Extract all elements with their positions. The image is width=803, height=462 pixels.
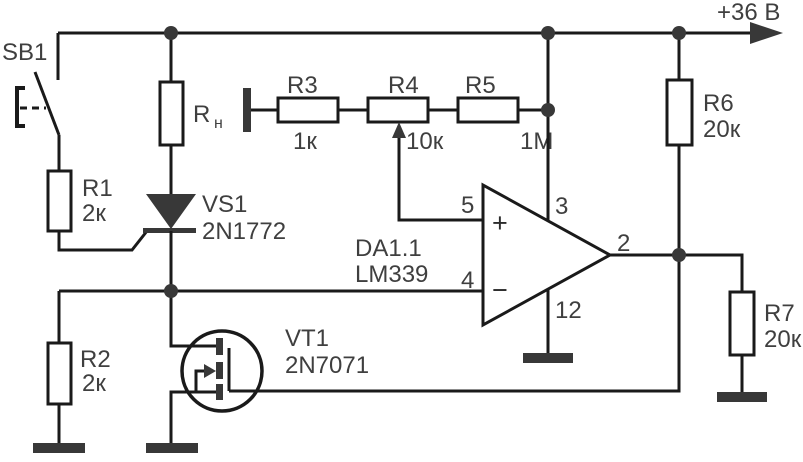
resistor-r2: R2 2к xyxy=(33,291,111,453)
vt1-channel-bar-mid xyxy=(216,362,223,379)
junction-dot xyxy=(672,26,686,40)
junction-dot xyxy=(164,284,178,298)
da1-part: LM339 xyxy=(355,261,428,288)
r1-value: 2к xyxy=(82,200,106,227)
r2-label: R2 xyxy=(80,346,111,373)
sb1-label: SB1 xyxy=(2,39,47,66)
r3-body xyxy=(276,96,340,124)
r4-value: 10к xyxy=(406,128,444,155)
vs1-anode-triangle-icon xyxy=(146,194,196,229)
r1-to-vs1-gate-wire xyxy=(57,230,149,252)
r1-label: R1 xyxy=(82,175,113,202)
r5-label: R5 xyxy=(465,72,496,99)
da1-pin4-label: 4 xyxy=(461,267,474,294)
vt1-drain-wire xyxy=(169,291,216,348)
resistor-rn: R н xyxy=(158,33,223,194)
r4-wiper-arrow-icon xyxy=(392,122,406,138)
comparator-da1: + − 5 4 3 12 2 DA1.1 LM339 xyxy=(355,33,679,363)
sb1-contact-blade xyxy=(33,71,61,136)
da1-pin5-label: 5 xyxy=(461,192,474,219)
sb1-actuator-icon xyxy=(15,86,25,128)
da1-minus-sign: − xyxy=(492,275,508,305)
rn-body xyxy=(158,80,185,147)
gate-drive-wire xyxy=(229,255,681,393)
vt1-source-wire xyxy=(169,390,216,443)
vt1-label: VT1 xyxy=(285,325,329,352)
da1-label: DA1.1 xyxy=(355,235,422,262)
r3-value: 1к xyxy=(293,128,317,155)
r7-top-wire xyxy=(679,253,744,292)
r3-label: R3 xyxy=(287,72,318,99)
vs1-label: VS1 xyxy=(202,191,247,218)
r1-body xyxy=(46,169,73,233)
r2-value: 2к xyxy=(82,370,106,397)
junction-dot xyxy=(541,26,555,40)
power-rail-label: +36 В xyxy=(717,0,780,26)
da1-opamp-triangle xyxy=(481,182,614,328)
rn-label-sub: н xyxy=(214,115,223,132)
r7-label: R7 xyxy=(764,300,795,327)
resistor-r6: R6 20к xyxy=(665,33,741,255)
r6-label: R6 xyxy=(703,90,734,117)
junction-dot xyxy=(164,26,178,40)
vt1-body-arrow-icon xyxy=(204,364,216,378)
da1-pin12-label: 12 xyxy=(555,297,582,324)
switch-sb1: SB1 xyxy=(2,33,61,171)
vt1-channel-bar-top xyxy=(216,338,223,355)
vt1-envelope-circle xyxy=(180,329,264,413)
r4-wiper-wire xyxy=(397,133,483,222)
r2-ground-icon xyxy=(33,443,85,453)
power-arrowhead-icon xyxy=(750,22,783,44)
vs1-cathode-bar xyxy=(143,228,196,233)
r6-value: 20к xyxy=(703,116,741,143)
divider-terminal-bar xyxy=(243,88,251,132)
rn-label: R xyxy=(193,101,210,128)
da1-ground-icon xyxy=(523,353,573,363)
r5-body xyxy=(456,96,520,124)
r7-ground-icon xyxy=(717,392,767,402)
da1-pin2-label: 2 xyxy=(617,230,630,257)
da1-pin3-label: 3 xyxy=(555,193,568,220)
vt1-part: 2N7071 xyxy=(285,352,369,379)
vt1-channel-bar-bottom xyxy=(216,384,223,400)
da1-plus-sign: + xyxy=(492,208,508,238)
mosfet-vt1: VT1 2N7071 xyxy=(146,291,369,453)
r4-label: R4 xyxy=(388,72,419,99)
r4-body xyxy=(366,96,430,124)
junction-dot xyxy=(672,248,686,262)
r7-value: 20к xyxy=(764,326,802,353)
resistor-r1: R1 2к xyxy=(46,169,149,252)
thyristor-vs1: VS1 2N1772 xyxy=(143,191,286,291)
r2-body xyxy=(46,341,73,406)
vt1-body-wire xyxy=(194,369,205,392)
junction-dots xyxy=(164,26,686,298)
r7-body xyxy=(728,290,756,357)
vt1-ground-icon xyxy=(146,443,198,453)
resistor-r7: R7 20к xyxy=(679,253,802,402)
junction-dot xyxy=(541,103,555,117)
r6-body xyxy=(665,78,694,147)
vs1-part: 2N1772 xyxy=(202,218,286,245)
divider-r3-r4-r5: R3 1к R4 10к R5 1M xyxy=(243,72,553,222)
